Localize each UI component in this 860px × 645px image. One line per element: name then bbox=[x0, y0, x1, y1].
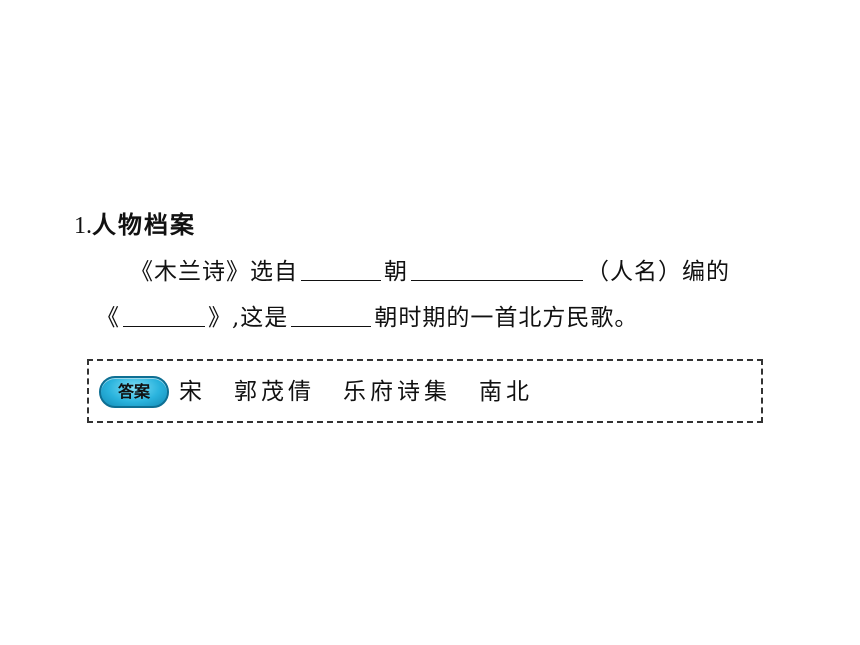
answer-item-editor: 郭茂倩 bbox=[234, 379, 315, 405]
question-line-2: 《 》,这是 朝时期的一首北方民歌。 bbox=[96, 303, 638, 333]
answer-badge: 答案 bbox=[99, 376, 169, 408]
answer-item-collection: 乐府诗集 bbox=[343, 379, 451, 405]
line1-text-1: 《木兰诗》选自 bbox=[130, 259, 298, 285]
blank-collection-title bbox=[123, 304, 205, 327]
line2-text-1: 《 bbox=[96, 305, 120, 331]
answer-item-dynasty: 宋 bbox=[179, 379, 206, 405]
answer-box: 答案 宋 郭茂倩 乐府诗集 南北 bbox=[87, 359, 763, 423]
answer-badge-label: 答案 bbox=[117, 382, 150, 401]
line2-text-2: 》,这是 bbox=[208, 305, 289, 331]
line2-text-3: 朝时期的一首北方民歌。 bbox=[374, 305, 639, 331]
blank-period bbox=[291, 304, 372, 327]
line1-text-2: 朝 bbox=[384, 259, 408, 285]
blank-editor-name bbox=[411, 258, 583, 281]
question-heading: 人物档案 bbox=[92, 211, 196, 239]
question-line-1: 《木兰诗》选自 朝 （人名）编的 bbox=[130, 257, 730, 287]
line1-text-3: （人名）编的 bbox=[586, 259, 730, 285]
question-title: 1.人物档案 bbox=[74, 210, 196, 241]
answer-list: 宋 郭茂倩 乐府诗集 南北 bbox=[179, 376, 533, 408]
blank-dynasty bbox=[301, 258, 381, 281]
answer-item-period: 南北 bbox=[479, 379, 533, 405]
question-number: 1. bbox=[74, 213, 92, 239]
